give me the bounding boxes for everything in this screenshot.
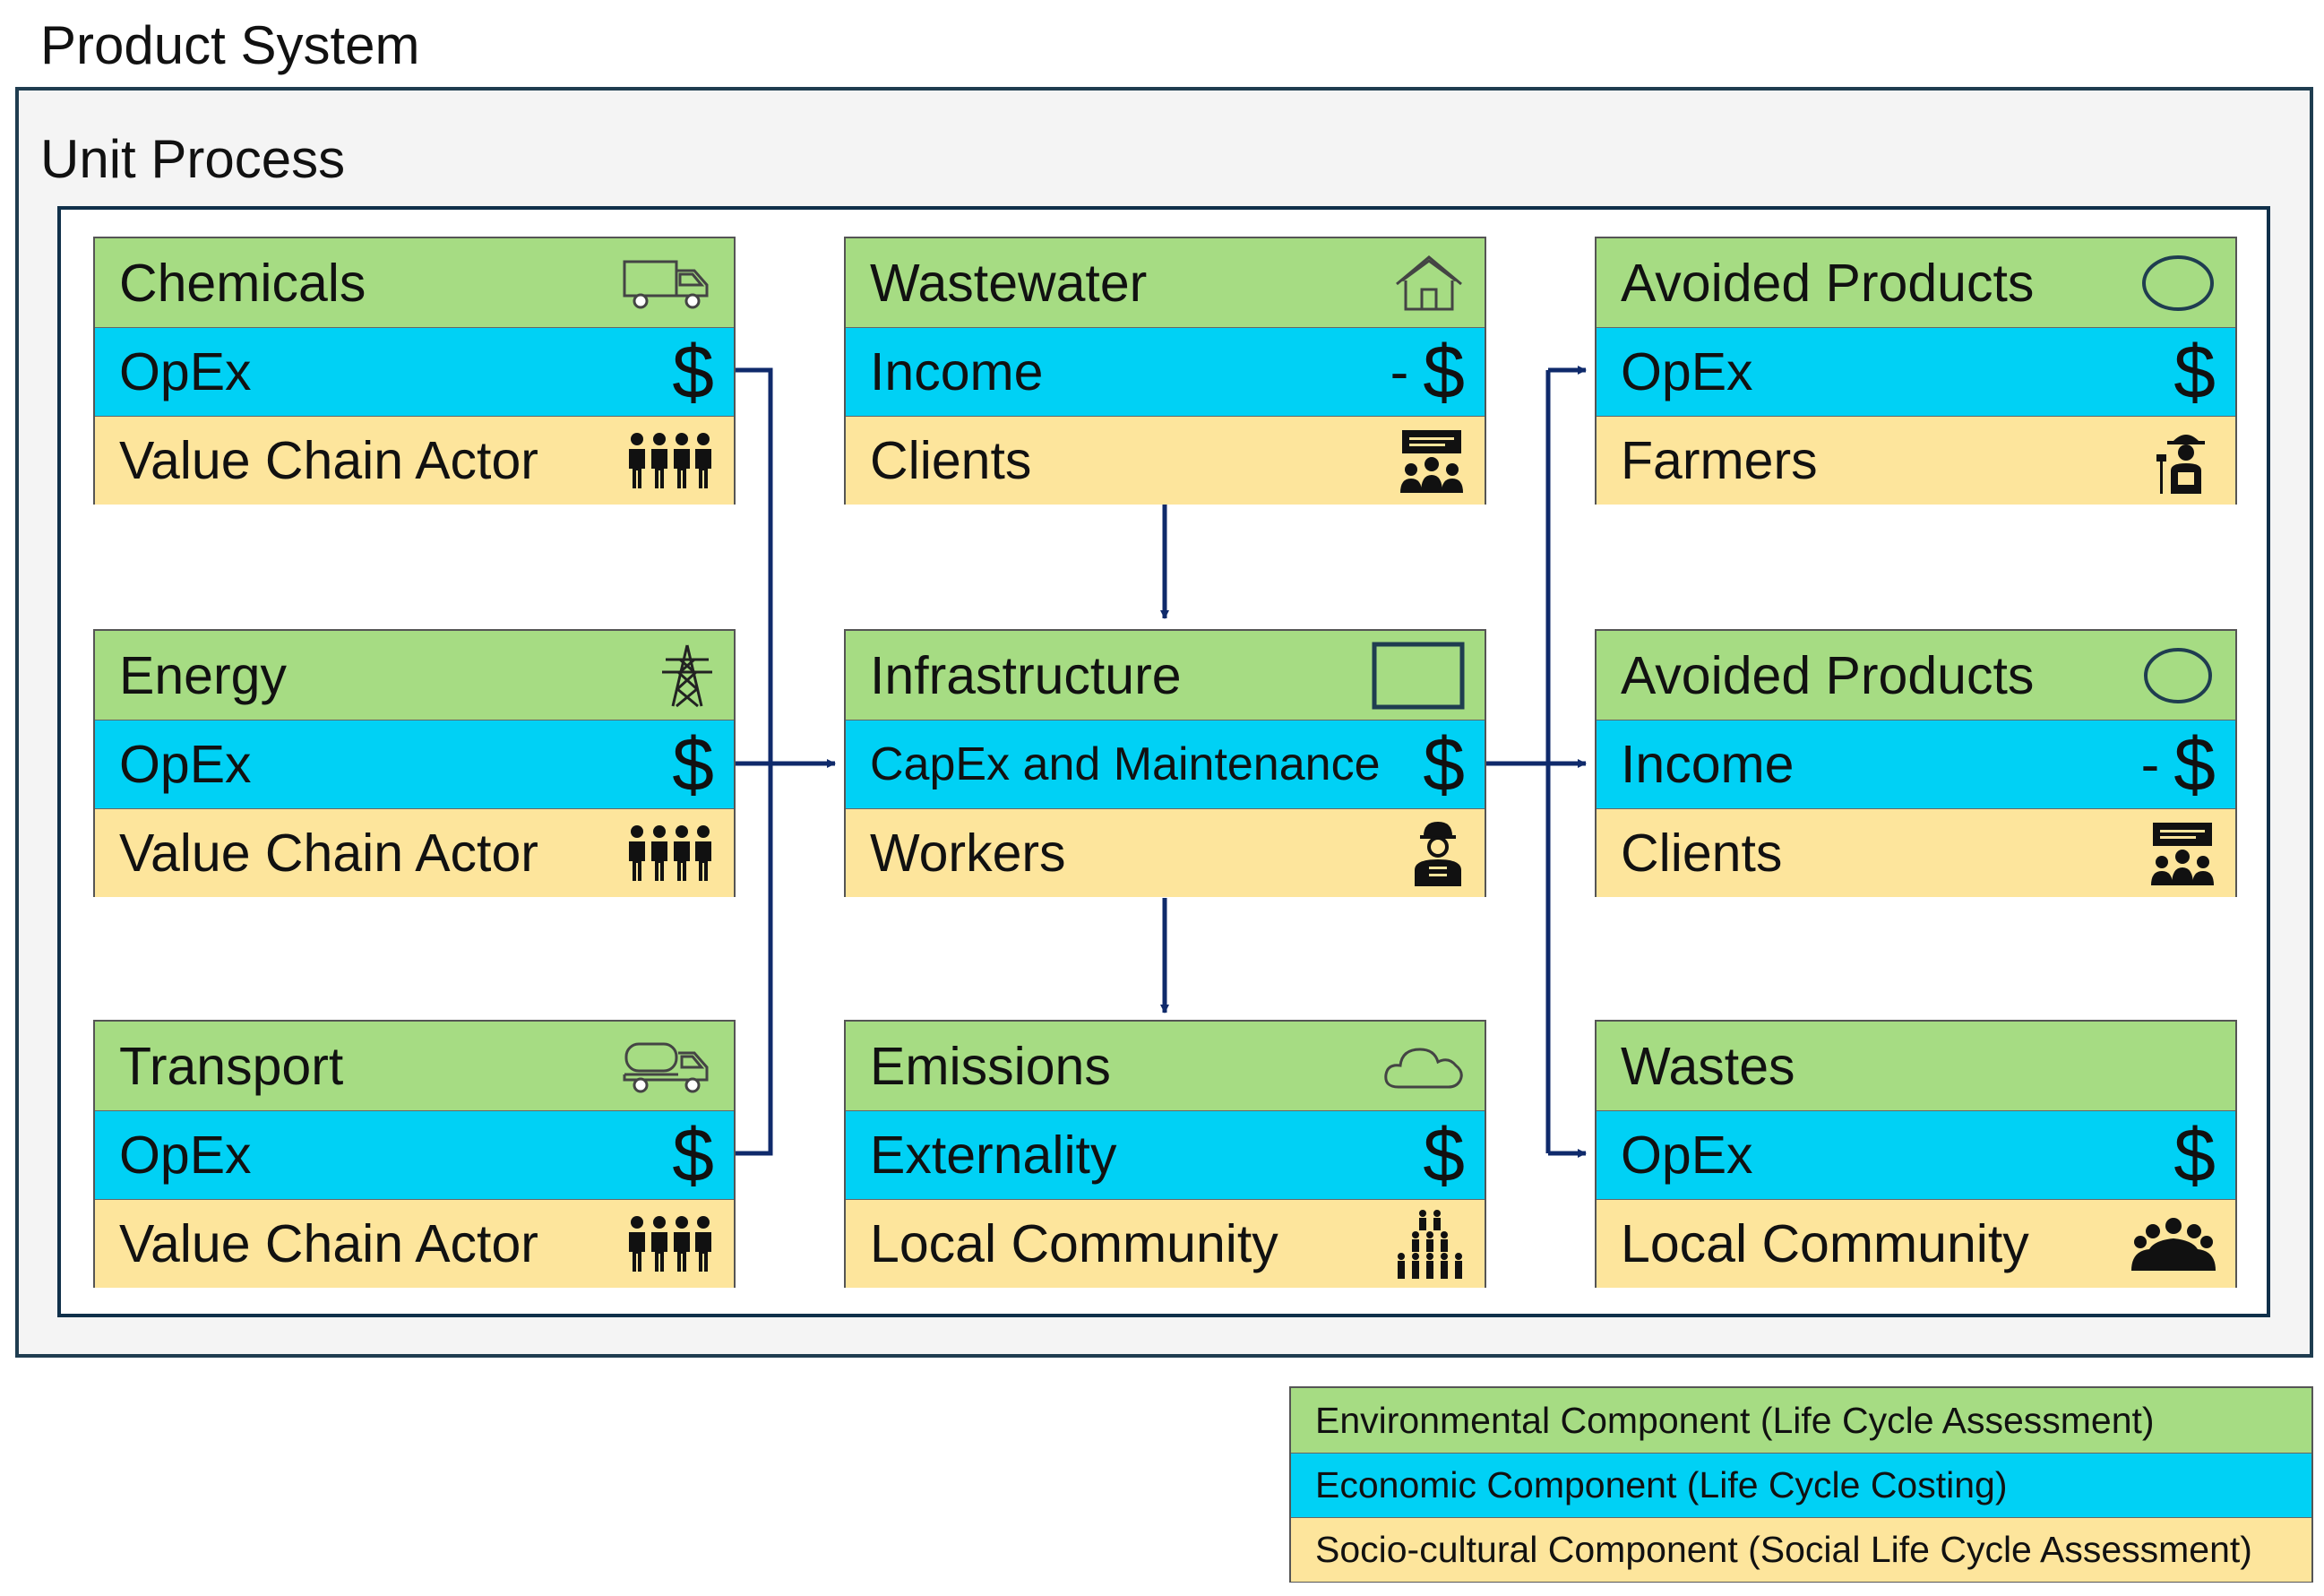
social-row: Clients: [846, 416, 1485, 505]
dollar-icon: $: [672, 1113, 714, 1197]
legend-economic: Economic Component (Life Cycle Costing): [1291, 1453, 2311, 1517]
social-row: Farmers: [1597, 416, 2235, 505]
product-system-title: Product System: [40, 15, 420, 75]
dollar-icon: $: [672, 722, 714, 807]
social-row: Value Chain Actor: [95, 1199, 734, 1288]
environmental-row: Avoided Products: [1597, 238, 2235, 327]
environmental-label: Wastes: [1621, 1036, 1795, 1096]
social-row: Value Chain Actor: [95, 416, 734, 505]
social-label: Value Chain Actor: [119, 1214, 538, 1273]
social-label: Local Community: [870, 1214, 1278, 1273]
environmental-label: Avoided Products: [1621, 253, 2035, 313]
legend-social: Socio-cultural Component (Social Life Cy…: [1291, 1517, 2311, 1582]
tanker-truck-icon: [621, 1022, 714, 1110]
dollar-icon: $: [2173, 1113, 2216, 1197]
economic-row: OpEx $: [95, 327, 734, 416]
economic-row: OpEx $: [1597, 1110, 2235, 1199]
environmental-row: Energy: [95, 631, 734, 720]
card-chemicals: Chemicals OpEx $ Value Chain Actor: [93, 237, 736, 505]
economic-label: Income: [870, 342, 1044, 401]
environmental-label: Transport: [119, 1036, 344, 1096]
worker-icon: [1411, 809, 1465, 898]
economic-label: OpEx: [119, 735, 252, 794]
people-group-icon: [626, 417, 714, 505]
clients-icon: [2149, 809, 2216, 898]
card-avoided-products-opex: Avoided Products OpEx $ Farmers: [1595, 237, 2237, 505]
ellipse-icon: [2140, 238, 2216, 327]
economic-row: OpEx $: [1597, 327, 2235, 416]
card-infrastructure: Infrastructure CapEx and Maintenance $ W…: [844, 629, 1486, 897]
environmental-label: Energy: [119, 645, 287, 705]
environmental-row: Emissions: [846, 1022, 1485, 1110]
environmental-label: Infrastructure: [870, 645, 1182, 705]
environmental-label: Avoided Products: [1621, 645, 2035, 705]
environmental-label: Emissions: [870, 1036, 1111, 1096]
economic-row: Income -$: [1597, 720, 2235, 808]
card-wastes: Wastes OpEx $ Local Community: [1595, 1020, 2237, 1288]
economic-label: OpEx: [1621, 342, 1753, 401]
dollar-icon: $: [1423, 722, 1465, 807]
card-avoided-products-income: Avoided Products Income -$ Clients: [1595, 629, 2237, 897]
card-energy: Energy OpEx $ Value Chain Actor: [93, 629, 736, 897]
card-transport: Transport OpEx $ Value Chain Actor: [93, 1020, 736, 1288]
card-emissions: Emissions Externality $ Local Community: [844, 1020, 1486, 1288]
environmental-label: Chemicals: [119, 253, 366, 313]
truck-icon: [621, 238, 714, 327]
card-wastewater: Wastewater Income -$ Clients: [844, 237, 1486, 505]
environmental-row: Infrastructure: [846, 631, 1485, 720]
economic-label: Externality: [870, 1126, 1117, 1185]
economic-label: CapEx and Maintenance: [870, 738, 1381, 790]
power-tower-icon: [660, 631, 714, 720]
social-label: Farmers: [1621, 431, 1818, 490]
environmental-row: Wastes: [1597, 1022, 2235, 1110]
clients-icon: [1399, 417, 1465, 505]
economic-label: OpEx: [119, 1126, 252, 1185]
chemicals-opex-connector: [735, 367, 773, 763]
people-group-icon: [626, 1200, 714, 1289]
social-row: Clients: [1597, 808, 2235, 897]
negative-dollar-icon: -$: [1390, 330, 1465, 414]
economic-label: Income: [1621, 735, 1795, 794]
social-label: Clients: [1621, 824, 1783, 883]
social-label: Workers: [870, 824, 1066, 883]
dollar-icon: $: [1423, 1113, 1465, 1197]
house-icon: [1393, 238, 1465, 327]
economic-label: OpEx: [119, 342, 252, 401]
legend: Environmental Component (Life Cycle Asse…: [1289, 1386, 2313, 1583]
social-row: Workers: [846, 808, 1485, 897]
environmental-row: Chemicals: [95, 238, 734, 327]
social-label: Clients: [870, 431, 1032, 490]
social-label: Value Chain Actor: [119, 824, 538, 883]
economic-row: Externality $: [846, 1110, 1485, 1199]
social-label: Local Community: [1621, 1214, 2029, 1273]
negative-dollar-icon: -$: [2140, 722, 2216, 807]
people-group-icon: [626, 809, 714, 898]
economic-row: Income -$: [846, 327, 1485, 416]
social-row: Value Chain Actor: [95, 808, 734, 897]
social-label: Value Chain Actor: [119, 431, 538, 490]
dollar-icon: $: [672, 330, 714, 414]
rectangle-icon: [1372, 631, 1465, 720]
crowd-icon: [1395, 1200, 1465, 1289]
transport-opex-connector: [735, 763, 773, 1156]
ellipse-icon: [2140, 631, 2216, 720]
economic-label: OpEx: [1621, 1126, 1753, 1185]
environmental-row: Wastewater: [846, 238, 1485, 327]
cloud-icon: [1382, 1022, 1465, 1110]
environmental-row: Avoided Products: [1597, 631, 2235, 720]
legend-environmental: Environmental Component (Life Cycle Asse…: [1291, 1388, 2311, 1453]
environmental-label: Wastewater: [870, 253, 1148, 313]
community-icon: [2131, 1200, 2216, 1289]
environmental-row: Transport: [95, 1022, 734, 1110]
economic-row: OpEx $: [95, 1110, 734, 1199]
social-row: Local Community: [846, 1199, 1485, 1288]
economic-row: CapEx and Maintenance $: [846, 720, 1485, 808]
economic-row: OpEx $: [95, 720, 734, 808]
dollar-icon: $: [2173, 330, 2216, 414]
social-row: Local Community: [1597, 1199, 2235, 1288]
unit-process-title: Unit Process: [40, 129, 346, 189]
farmer-icon: [2156, 417, 2216, 505]
